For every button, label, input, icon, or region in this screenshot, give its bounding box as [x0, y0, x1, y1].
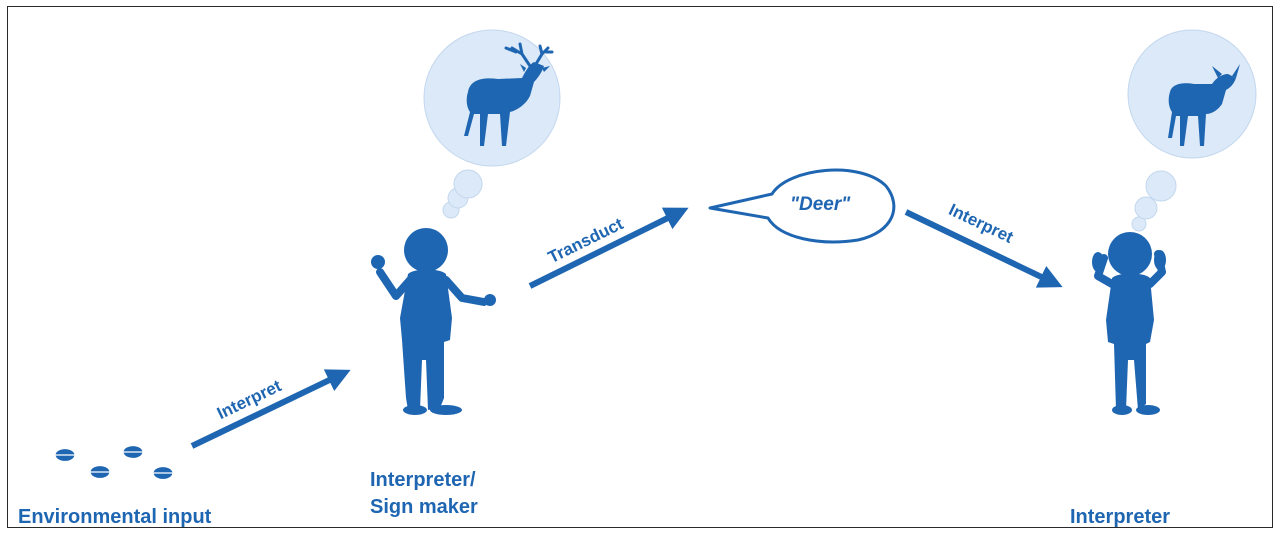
interpreter-sign-maker-label-line2: Sign maker	[370, 496, 478, 518]
interpreter-sign-maker-label-line1: Interpreter/	[370, 469, 476, 491]
speech-bubble	[708, 168, 896, 244]
environmental-input-label: Environmental input	[18, 506, 212, 528]
interpreter-label: Interpreter	[1070, 506, 1171, 528]
person-icon	[371, 228, 496, 415]
doe-icon	[1168, 64, 1240, 146]
interpret-arrow-1	[190, 369, 351, 449]
stag-icon	[464, 42, 554, 146]
speech-bubble-text: "Deer"	[790, 194, 851, 215]
footprints-icon	[54, 444, 174, 481]
interpret-arrow-2	[904, 209, 1063, 288]
transduct-arrow	[528, 207, 689, 289]
thought-bubble-interpreter	[1127, 29, 1257, 232]
person-listening-icon	[1092, 232, 1166, 415]
